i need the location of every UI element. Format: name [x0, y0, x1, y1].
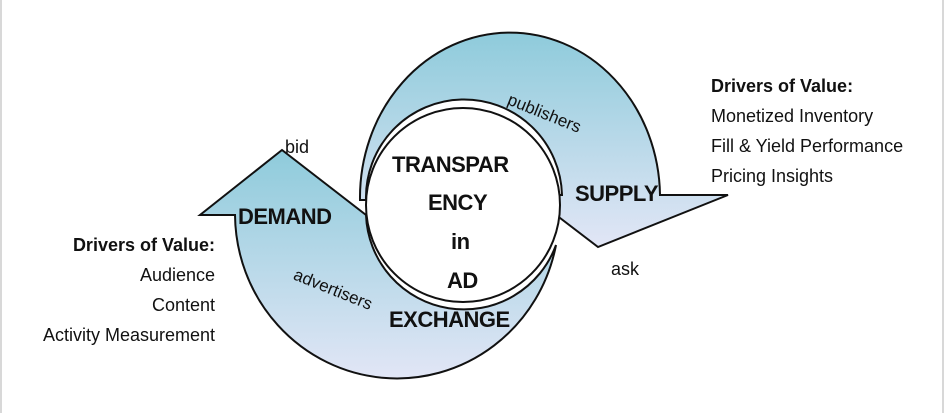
supply-drivers: Drivers of Value: Monetized Inventory Fi…: [711, 71, 903, 191]
demand-drivers: Drivers of Value: Audience Content Activ…: [43, 230, 215, 350]
center-circle: [365, 107, 561, 303]
center-line-3: in: [451, 229, 470, 254]
supply-driver-item: Pricing Insights: [711, 166, 834, 186]
ask-label: ask: [611, 259, 640, 279]
supply-driver-item: Fill & Yield Performance: [711, 136, 904, 156]
demand-arrow: [197, 148, 557, 380]
demand-driver-item: Audience: [139, 265, 215, 285]
supply-driver-item: Monetized Inventory: [711, 106, 874, 126]
center-line-2: ENCY: [428, 190, 488, 215]
demand-drivers-title: Drivers of Value:: [72, 235, 215, 255]
supply-arrow: [358, 31, 729, 249]
right-border: [942, 0, 944, 413]
supply-label: SUPPLY: [575, 181, 659, 206]
demand-label: DEMAND: [238, 204, 332, 229]
left-border: [0, 0, 2, 413]
supply-drivers-title: Drivers of Value:: [711, 76, 854, 96]
center-line-5: EXCHANGE: [389, 307, 510, 332]
bid-label: bid: [285, 137, 310, 157]
demand-driver-item: Content: [151, 295, 215, 315]
center-line-4: AD: [447, 268, 478, 293]
center-line-1: TRANSPAR: [392, 152, 509, 177]
demand-driver-item: Activity Measurement: [42, 325, 215, 345]
